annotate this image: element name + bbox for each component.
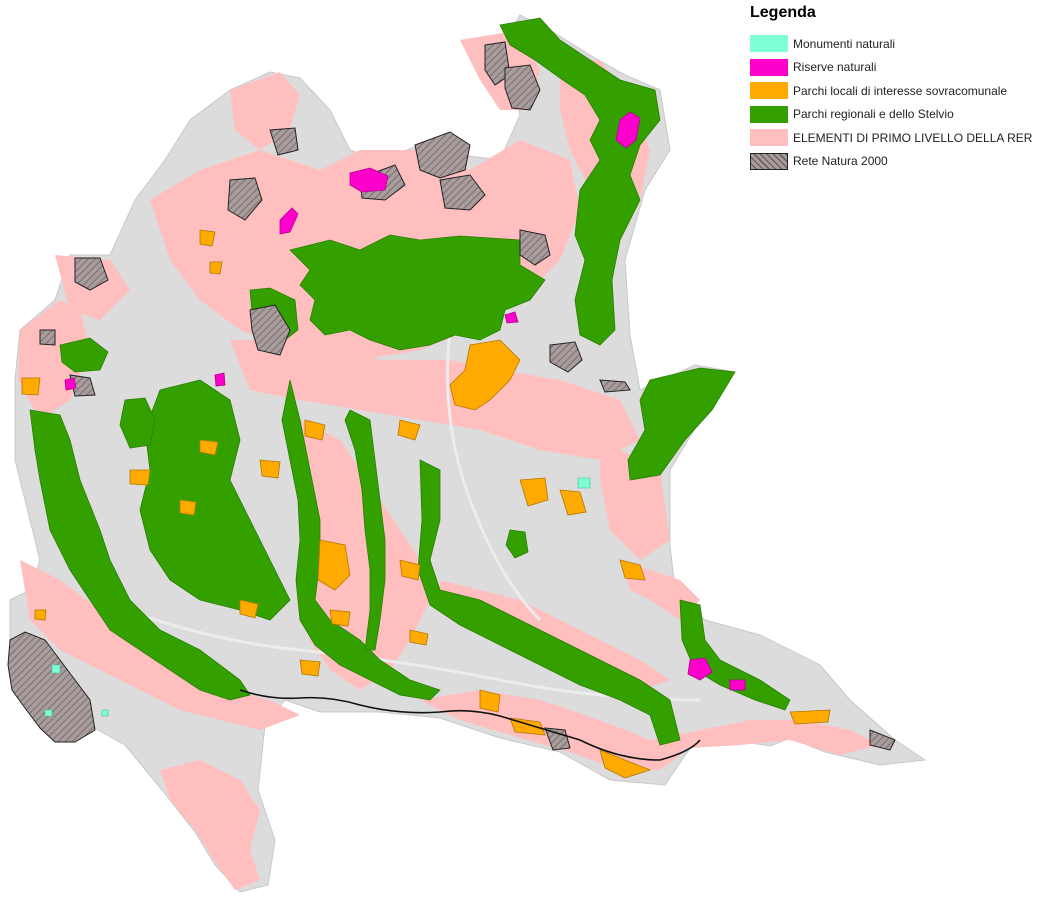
legend-item-label: Riserve naturali [793,60,877,75]
swatch-parchi [750,105,788,123]
legend-item-label: ELEMENTI DI PRIMO LIVELLO DELLA RER [793,130,1033,145]
legend-item: Parchi locali di interesse sovracomunale [750,79,1045,103]
legend-title: Legenda [750,4,816,21]
park-colli-bergamo [505,529,529,559]
legend-item-label: Monumenti naturali [793,36,896,51]
legend-item-label: Parchi regionali e dello Stelvio [793,107,954,122]
regional-parks [29,17,791,746]
legend-item-label: Parchi locali di interesse sovracomunale [793,83,1008,98]
park-stelvio [499,17,661,346]
park-montevecchia [119,397,156,449]
swatch-riserve [750,58,788,76]
swatch-plis [750,82,788,100]
legend-item: Rete Natura 2000 [750,150,1045,174]
park-groane [139,379,291,621]
park-campo-dei-fiori [59,337,109,373]
local-parks [21,229,831,779]
park-ticino [29,409,251,701]
legend-item: ELEMENTI DI PRIMO LIVELLO DELLA RER [750,126,1045,150]
park-oglio [417,459,681,746]
legend-item: Riserve naturali [750,56,1045,80]
swatch-rer [750,129,788,147]
swatch-monumenti [750,35,788,53]
po-river-line [239,689,701,761]
legend-item: Monumenti naturali [750,32,1045,56]
natural-reserves [64,111,746,691]
swatch-natura [750,152,788,170]
legend-item: Parchi regionali e dello Stelvio [750,103,1045,127]
river-lines [99,329,701,702]
park-orobie [289,234,546,351]
natural-monuments [44,477,591,717]
legend-item-label: Rete Natura 2000 [793,154,888,169]
park-serio [344,409,386,651]
park-adamello [627,367,736,481]
